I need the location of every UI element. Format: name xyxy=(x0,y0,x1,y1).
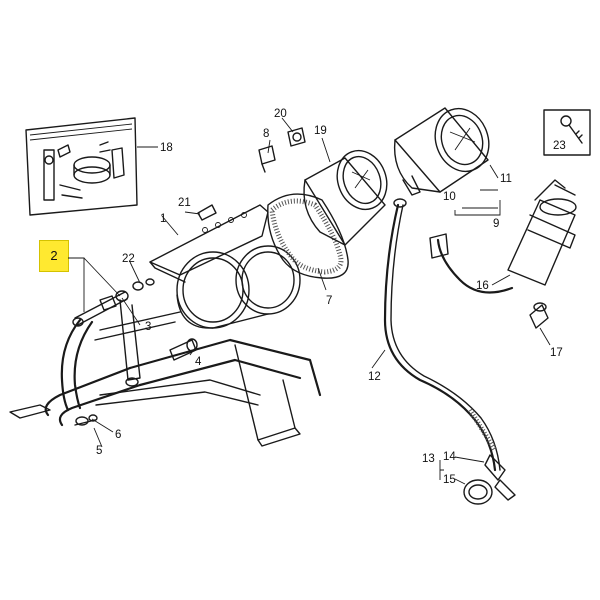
highlighted-callout-2[interactable]: 2 xyxy=(50,248,58,263)
part-1-cluster-housing[interactable] xyxy=(149,204,301,329)
callout-22[interactable]: 22 xyxy=(122,253,135,265)
callout-12[interactable]: 12 xyxy=(368,371,381,383)
callout-8[interactable]: 8 xyxy=(263,128,269,140)
callout-15[interactable]: 15 xyxy=(443,474,456,486)
highlight-box xyxy=(39,240,69,272)
leader-lines xyxy=(68,117,551,485)
part-9-tachometer[interactable] xyxy=(393,101,498,196)
part-23-key-box[interactable] xyxy=(543,109,591,156)
part-15-nut[interactable] xyxy=(463,479,493,505)
callout-21[interactable]: 21 xyxy=(178,197,191,209)
callout-19[interactable]: 19 xyxy=(314,125,327,137)
part-2-bolt[interactable] xyxy=(72,290,129,327)
part-4-screw[interactable] xyxy=(169,338,198,361)
frame-bracket[interactable] xyxy=(9,299,322,447)
part-12-cable[interactable] xyxy=(383,198,501,472)
part-21-fastener[interactable] xyxy=(197,204,217,221)
callout-11[interactable]: 11 xyxy=(500,173,512,185)
part-14-cable-end[interactable] xyxy=(484,454,516,501)
callout-20[interactable]: 20 xyxy=(274,108,287,120)
callout-10[interactable]: 10 xyxy=(443,191,456,203)
callout-1[interactable]: 1 xyxy=(160,213,166,225)
callout-18[interactable]: 18 xyxy=(160,142,173,154)
callout-labels: 18 23 20 8 19 11 10 9 21 1 22 3 4 6 5 7 … xyxy=(96,108,566,486)
part-8-bulb[interactable] xyxy=(258,145,276,173)
callout-13[interactable]: 13 xyxy=(422,453,435,465)
part-22-fastener[interactable] xyxy=(132,278,155,291)
callout-3[interactable]: 3 xyxy=(145,321,151,333)
callout-6[interactable]: 6 xyxy=(115,429,121,441)
callout-9[interactable]: 9 xyxy=(493,218,499,230)
part-16-ignition-switch[interactable] xyxy=(429,179,577,294)
callout-23[interactable]: 23 xyxy=(553,140,566,152)
callout-17[interactable]: 17 xyxy=(550,347,563,359)
part-7-gasket[interactable] xyxy=(267,193,349,279)
part-20-bulb[interactable] xyxy=(287,127,306,147)
part-17-stud[interactable] xyxy=(529,302,549,329)
part-19-speedometer[interactable] xyxy=(303,144,395,246)
part-18-kit-card[interactable] xyxy=(25,117,138,216)
callout-16[interactable]: 16 xyxy=(476,280,489,292)
callout-7[interactable]: 7 xyxy=(326,295,332,307)
callout-4[interactable]: 4 xyxy=(195,356,202,368)
callout-5[interactable]: 5 xyxy=(96,445,102,457)
callout-14[interactable]: 14 xyxy=(443,451,456,463)
